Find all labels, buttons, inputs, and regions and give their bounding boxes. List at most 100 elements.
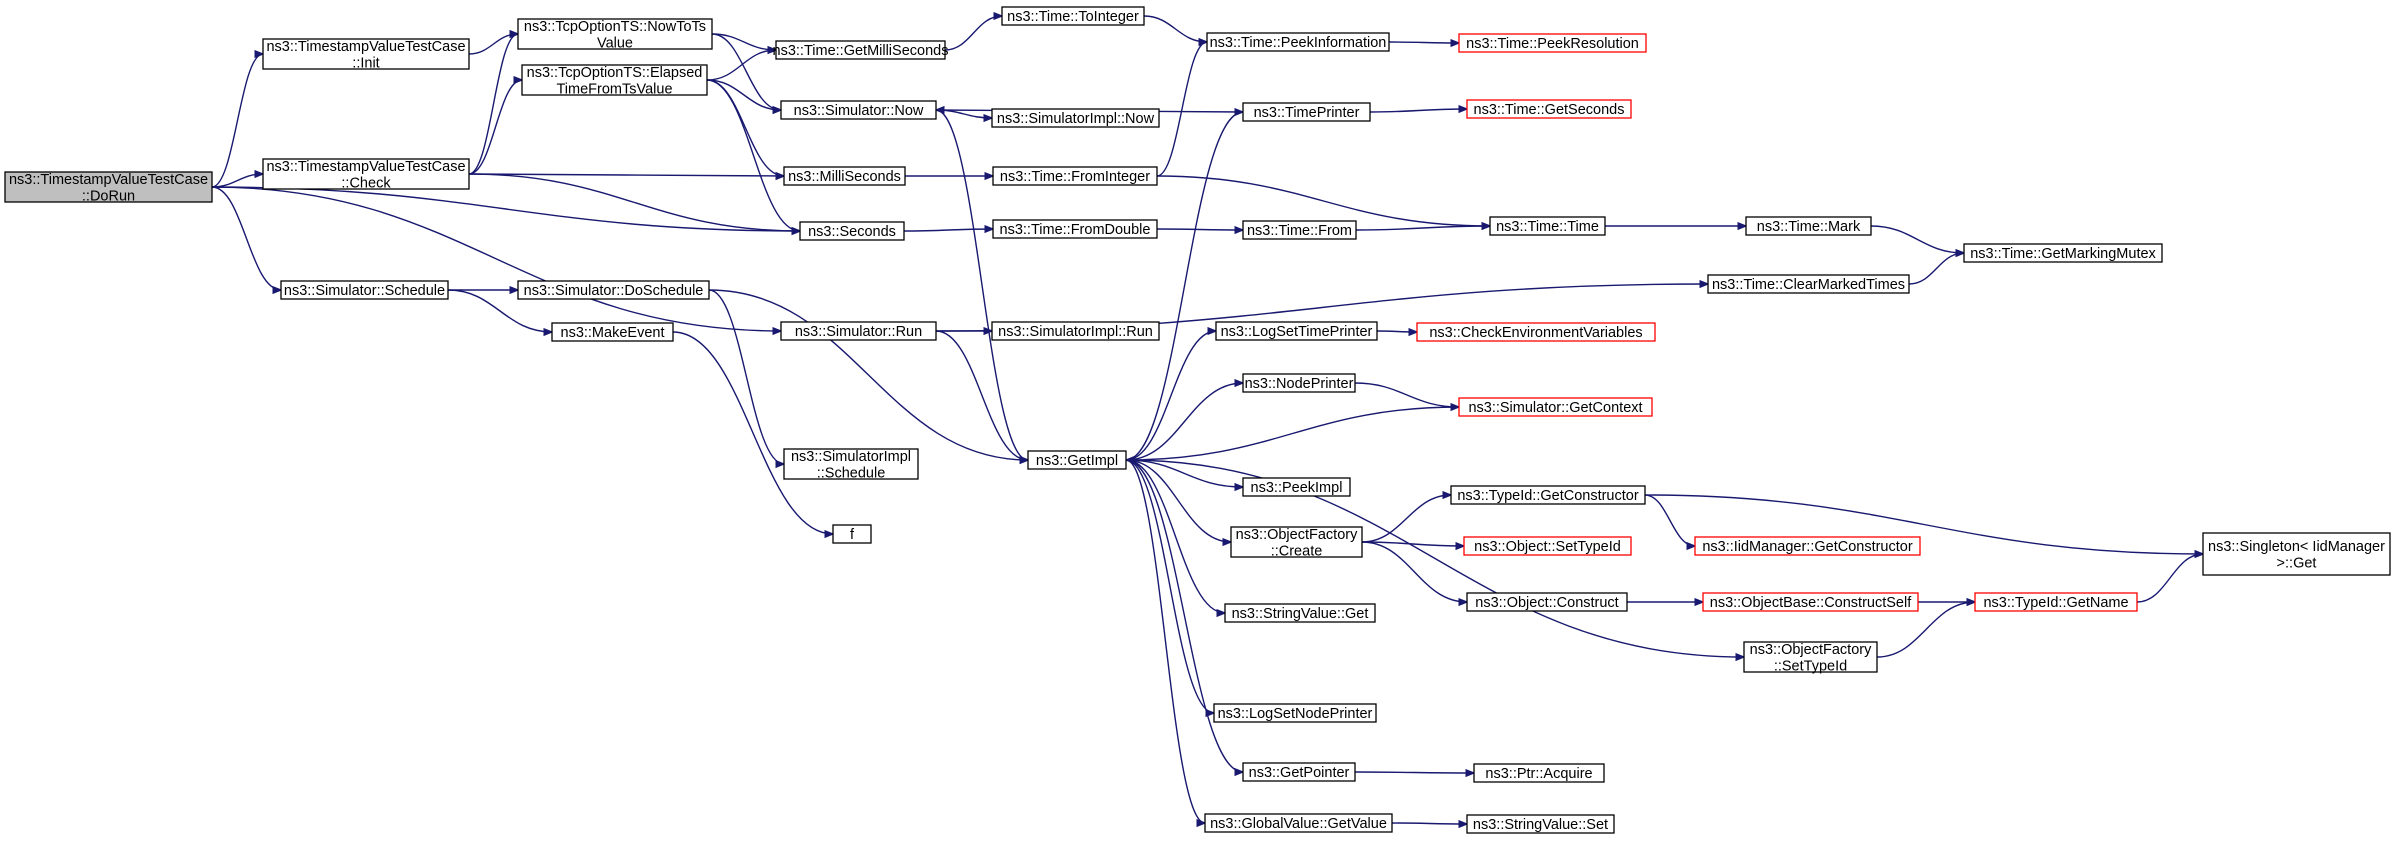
node-seconds[interactable]: ns3::Seconds <box>799 221 905 241</box>
edge-line <box>1361 541 1467 602</box>
node-tvt-check[interactable]: ns3::TimestampValueTestCase::Check <box>262 158 470 192</box>
node-peekinfo[interactable]: ns3::Time::PeekInformation <box>1206 32 1390 52</box>
node-label: ns3::ObjectFactory <box>1750 642 1872 658</box>
node-box <box>1242 762 1356 782</box>
node-label: ns3::ObjectBase::ConstructSelf <box>1710 595 1912 611</box>
node-time-from[interactable]: ns3::Time::From <box>1242 220 1357 240</box>
node-iidmanager-getconstructor[interactable]: ns3::IidManager::GetConstructor <box>1694 536 1921 556</box>
edge-line <box>1391 823 1467 824</box>
edge-line <box>1125 459 1744 657</box>
node-sim-getcontext[interactable]: ns3::Simulator::GetContext <box>1458 397 1653 417</box>
edge-line <box>708 289 784 464</box>
node-typeid-getconstructor[interactable]: ns3::TypeId::GetConstructor <box>1450 485 1646 505</box>
edge-line <box>706 79 800 231</box>
node-getseconds[interactable]: ns3::Time::GetSeconds <box>1466 99 1632 119</box>
edge-line <box>1376 331 1417 332</box>
node-sim-schedule[interactable]: ns3::Simulator::Schedule <box>280 280 449 300</box>
node-box <box>1466 814 1615 834</box>
node-getmarkingmutex[interactable]: ns3::Time::GetMarkingMutex <box>1963 243 2163 263</box>
node-globalvalue-getvalue[interactable]: ns3::GlobalValue::GetValue <box>1204 813 1393 833</box>
node-getpointer[interactable]: ns3::GetPointer <box>1242 762 1356 782</box>
edge-line <box>1355 226 1490 231</box>
edge-line <box>1908 253 1964 285</box>
node-typeid-getname[interactable]: ns3::TypeId::GetName <box>1974 592 2138 612</box>
node-clearmarkedtimes[interactable]: ns3::Time::ClearMarkedTimes <box>1707 274 1910 294</box>
edge-getimpl-to-logsettimeprinter <box>1125 331 1216 461</box>
edge-line <box>468 34 518 175</box>
node-label: ns3::Time::FromDouble <box>1000 222 1151 238</box>
node-box <box>1027 450 1127 470</box>
node-objfactory-settypeid[interactable]: ns3::ObjectFactory::SetTypeId <box>1743 641 1878 675</box>
node-peekresolution[interactable]: ns3::Time::PeekResolution <box>1458 33 1647 53</box>
node-label: ns3::Time::GetSeconds <box>1474 102 1625 118</box>
node-label: ns3::TcpOptionTS::Elapsed <box>527 65 703 81</box>
edge-line <box>1156 229 1243 230</box>
edge-line <box>1361 541 1464 546</box>
node-label: ns3::Time::PeekResolution <box>1466 36 1639 52</box>
node-tvt-init[interactable]: ns3::TimestampValueTestCase::Init <box>262 38 470 72</box>
edge-line <box>1125 112 1243 461</box>
node-object-settypeid[interactable]: ns3::Object::SetTypeId <box>1463 536 1632 556</box>
edge-root-to-sim-schedule <box>211 186 281 290</box>
node-time-mark[interactable]: ns3::Time::Mark <box>1745 216 1872 236</box>
node-label: ns3::GetPointer <box>1249 765 1350 781</box>
node-sim-now[interactable]: ns3::Simulator::Now <box>780 100 937 120</box>
edge-getimpl-to-getpointer <box>1125 459 1243 772</box>
node-label: ns3::SimulatorImpl <box>791 449 911 465</box>
node-ptr-acquire[interactable]: ns3::Ptr::Acquire <box>1473 763 1605 783</box>
node-simimpl-run[interactable]: ns3::SimulatorImpl::Run <box>991 321 1160 341</box>
node-time-time[interactable]: ns3::Time::Time <box>1489 216 1606 236</box>
node-checkenv[interactable]: ns3::CheckEnvironmentVariables <box>1416 322 1656 342</box>
node-objectbase-constructself[interactable]: ns3::ObjectBase::ConstructSelf <box>1702 592 1919 612</box>
node-timeprinter[interactable]: ns3::TimePrinter <box>1242 102 1371 122</box>
node-nodeprinter[interactable]: ns3::NodePrinter <box>1242 373 1356 393</box>
edge-line <box>706 79 784 176</box>
node-label: ns3::CheckEnvironmentVariables <box>1429 325 1642 341</box>
node-makeevent[interactable]: ns3::MakeEvent <box>551 322 674 342</box>
node-logsetnodeprinter[interactable]: ns3::LogSetNodePrinter <box>1213 703 1377 723</box>
node-singleton-get[interactable]: ns3::Singleton< IidManager>::Get <box>2202 532 2391 576</box>
edge-getimpl-to-objfactory-create <box>1125 459 1231 542</box>
node-fromdouble[interactable]: ns3::Time::FromDouble <box>992 219 1158 239</box>
node-logsettimeprinter[interactable]: ns3::LogSetTimePrinter <box>1215 321 1378 341</box>
node-sim-run[interactable]: ns3::Simulator::Run <box>780 321 937 341</box>
node-label: TimeFromTsValue <box>556 81 672 97</box>
node-label: ns3::Time::FromInteger <box>1000 169 1150 185</box>
edge-sim-getcontext-to-getimpl <box>1126 406 1460 460</box>
node-simimpl-now[interactable]: ns3::SimulatorImpl::Now <box>991 108 1160 128</box>
node-object-construct[interactable]: ns3::Object::Construct <box>1466 592 1628 612</box>
node-stringvalue-get[interactable]: ns3::StringValue::Get <box>1224 603 1376 623</box>
node-peekimpl[interactable]: ns3::PeekImpl <box>1242 477 1351 497</box>
node-label: ::SetTypeId <box>1774 658 1847 674</box>
node-f[interactable]: f <box>832 524 872 544</box>
node-box <box>1489 216 1606 236</box>
node-milliseconds[interactable]: ns3::MilliSeconds <box>783 166 906 186</box>
node-objfactory-create[interactable]: ns3::ObjectFactory::Create <box>1230 526 1363 560</box>
edge-line <box>1870 225 1964 253</box>
node-box <box>1242 373 1356 393</box>
edge-line <box>1125 459 1243 772</box>
node-label: ns3::NodePrinter <box>1245 376 1354 392</box>
node-label: ns3::LogSetNodePrinter <box>1218 706 1373 722</box>
edge-root-to-tvt-init <box>211 54 263 188</box>
edge-tvt-check-to-milliseconds <box>468 174 784 176</box>
node-getms[interactable]: ns3::Time::GetMilliSeconds <box>773 40 949 60</box>
node-label: ns3::TimestampValueTestCase <box>9 172 208 188</box>
node-label: ns3::MakeEvent <box>561 325 665 341</box>
edge-line <box>708 289 1028 460</box>
node-sim-doschedule[interactable]: ns3::Simulator::DoSchedule <box>517 280 710 300</box>
edge-line <box>944 16 1002 51</box>
node-stringvalue-set[interactable]: ns3::StringValue::Set <box>1466 814 1615 834</box>
node-frominteger[interactable]: ns3::Time::FromInteger <box>992 166 1158 186</box>
node-tointeger[interactable]: ns3::Time::ToInteger <box>1001 6 1145 26</box>
node-simimpl-schedule[interactable]: ns3::SimulatorImpl::Schedule <box>783 448 919 482</box>
edge-line <box>1125 459 1214 713</box>
edge-line <box>706 79 781 110</box>
edge-getimpl-to-globalvalue-getvalue <box>1125 459 1205 823</box>
node-box <box>1215 321 1378 341</box>
edge-line <box>447 289 552 332</box>
node-getimpl[interactable]: ns3::GetImpl <box>1027 450 1127 470</box>
node-label: ns3::Simulator::Run <box>795 324 922 340</box>
